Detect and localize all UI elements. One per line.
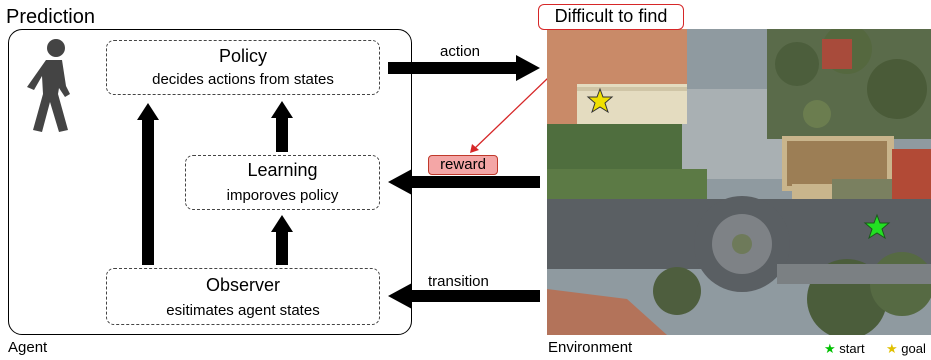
- legend-goal: ★ goal: [886, 341, 926, 357]
- goal-star-icon: [586, 87, 614, 114]
- policy-subtitle: decides actions from states: [152, 71, 334, 88]
- difficult-to-find-callout: Difficult to find: [538, 4, 684, 30]
- observer-subtitle: esitimates agent states: [166, 302, 320, 319]
- learning-title: Learning: [247, 160, 318, 180]
- legend-goal-text: goal: [901, 341, 926, 356]
- learning-box: Learning imporoves policy: [185, 155, 380, 210]
- legend-goal-star-icon: ★: [886, 341, 898, 356]
- transition-arrow: [388, 283, 540, 309]
- policy-title: Policy: [218, 46, 267, 66]
- walking-person-icon: [27, 39, 70, 132]
- action-label: action: [440, 43, 481, 60]
- action-arrow: [388, 55, 540, 81]
- environment-aerial-image: [547, 29, 931, 335]
- observer-box: Observer esitimates agent states: [106, 268, 380, 325]
- learning-to-policy-arrow: [271, 101, 293, 152]
- diagram-title: Prediction: [6, 6, 95, 28]
- environment-label: Environment: [548, 339, 633, 356]
- start-star-icon: [863, 213, 891, 240]
- learning-subtitle: imporoves policy: [226, 187, 339, 204]
- legend-start-star-icon: ★: [824, 341, 836, 356]
- reward-arrow: [388, 169, 540, 195]
- observer-to-policy-arrow: [137, 103, 159, 265]
- agent-label: Agent: [8, 339, 48, 356]
- observer-to-learning-arrow: [271, 215, 293, 265]
- reward-label: reward: [428, 155, 498, 175]
- policy-box: Policy decides actions from states: [106, 40, 380, 95]
- legend-start-text: start: [839, 341, 865, 356]
- observer-title: Observer: [205, 275, 281, 295]
- legend-start: ★ start: [824, 341, 865, 357]
- transition-label: transition: [428, 273, 489, 290]
